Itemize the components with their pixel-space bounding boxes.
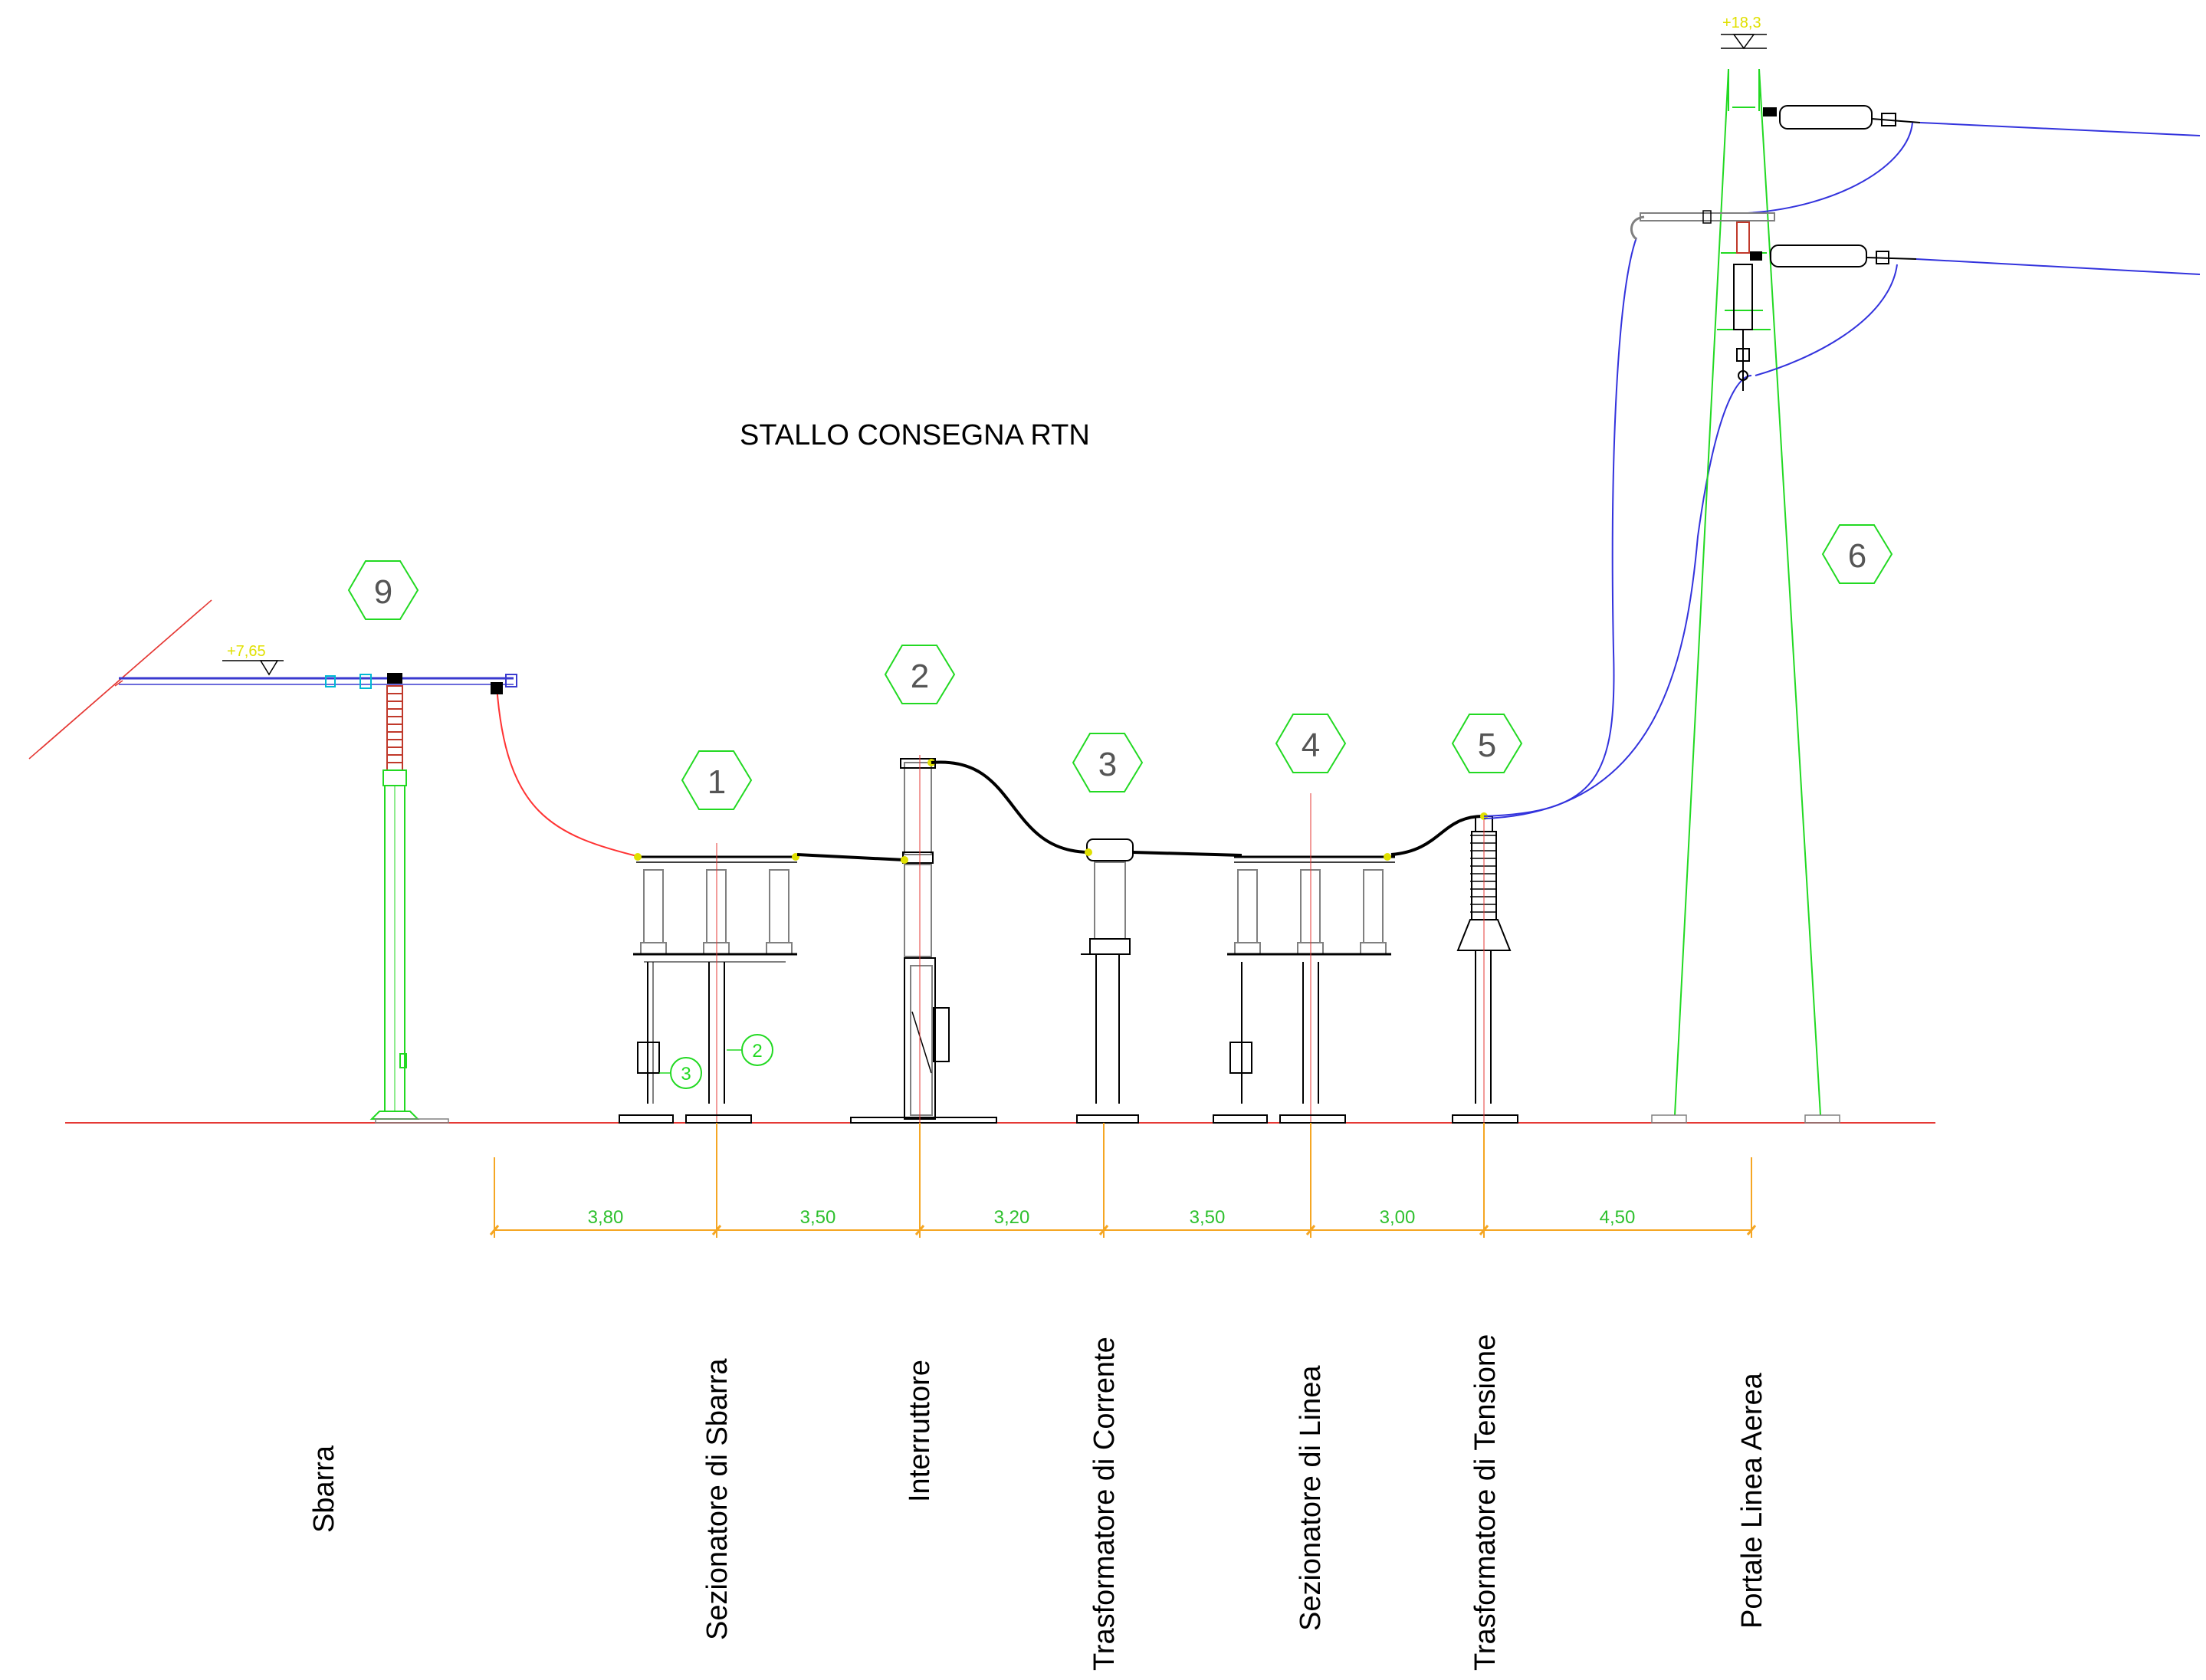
marker-3-label: 3 bbox=[1098, 746, 1117, 783]
component-labels: Sbarra Sezionatore di Sbarra Interruttor… bbox=[308, 1334, 1768, 1671]
conductor-disconnector-vt bbox=[1390, 815, 1484, 856]
label-sezionatore-linea: Sezionatore di Linea bbox=[1295, 1365, 1327, 1631]
marker-1: 1 bbox=[681, 750, 753, 810]
label-sbarra: Sbarra bbox=[308, 1445, 340, 1533]
blue-conductor-lower bbox=[1483, 375, 1752, 819]
busbar-insulator bbox=[386, 685, 403, 771]
voltage-transformer bbox=[1452, 812, 1518, 1124]
busbar-drop-conductor bbox=[496, 685, 641, 858]
busbar-elevation-marker: +7,65 bbox=[222, 643, 284, 676]
dimension-2: 3,50 bbox=[800, 1207, 836, 1228]
marker-1-label: 1 bbox=[707, 763, 726, 801]
marker-2-label: 2 bbox=[911, 658, 929, 695]
dimension-6: 4,50 bbox=[1600, 1207, 1636, 1228]
dimension-4: 3,50 bbox=[1190, 1207, 1226, 1228]
busbar-disconnector bbox=[619, 843, 799, 1124]
marker-5: 5 bbox=[1451, 714, 1523, 773]
marker-5-label: 5 bbox=[1478, 727, 1496, 764]
upper-insulator-string bbox=[1747, 105, 2201, 214]
dimension-3: 3,20 bbox=[994, 1207, 1030, 1228]
busbar-elevation-label: +7,65 bbox=[227, 643, 266, 660]
marker-6-label: 6 bbox=[1848, 537, 1866, 575]
sub-marker-3-label: 3 bbox=[681, 1064, 691, 1084]
marker-4-label: 4 bbox=[1302, 727, 1320, 764]
marker-2: 2 bbox=[884, 645, 956, 704]
marker-4: 4 bbox=[1275, 714, 1347, 773]
dimension-5: 3,00 bbox=[1380, 1207, 1416, 1228]
marker-9-label: 9 bbox=[374, 573, 392, 611]
busbar-assembly: +7,65 bbox=[119, 643, 517, 1124]
conductor-breaker-ct bbox=[931, 760, 1089, 854]
lower-insulator-string bbox=[1750, 244, 2201, 376]
circuit-breaker bbox=[850, 755, 997, 1124]
diagonal-hatch bbox=[28, 599, 212, 760]
conductor-ct-disconnector bbox=[1132, 851, 1243, 857]
sub-marker-2: 2 bbox=[727, 1034, 773, 1066]
portal-elevation-label: +18,3 bbox=[1722, 15, 1761, 31]
line-disconnector bbox=[1213, 793, 1395, 1124]
conductor-disconnector-breaker bbox=[796, 853, 905, 861]
label-trasformatore-corrente: Trasformatore di Corrente bbox=[1088, 1337, 1121, 1671]
current-transformer bbox=[1076, 838, 1139, 1124]
blue-conductor-upper bbox=[1483, 237, 1637, 817]
dimension-1: 3,80 bbox=[588, 1207, 624, 1228]
drawing-title: STALLO CONSEGNA RTN bbox=[740, 419, 1090, 451]
label-interruttore: Interruttore bbox=[904, 1360, 936, 1502]
dimension-chain: 3,80 3,50 3,20 3,50 3,00 4,50 bbox=[489, 1123, 1757, 1238]
sub-marker-2-label: 2 bbox=[752, 1041, 762, 1061]
marker-3: 3 bbox=[1072, 733, 1144, 792]
marker-6: 6 bbox=[1821, 524, 1893, 584]
label-portale-linea-aerea: Portale Linea Aerea bbox=[1736, 1372, 1768, 1629]
label-trasformatore-tensione: Trasformatore di Tensione bbox=[1469, 1334, 1502, 1671]
sub-marker-3: 3 bbox=[659, 1057, 702, 1089]
overhead-line-portal: +18,3 bbox=[1630, 15, 2201, 1124]
marker-9: 9 bbox=[347, 560, 419, 620]
label-sezionatore-sbarra: Sezionatore di Sbarra bbox=[701, 1358, 734, 1640]
